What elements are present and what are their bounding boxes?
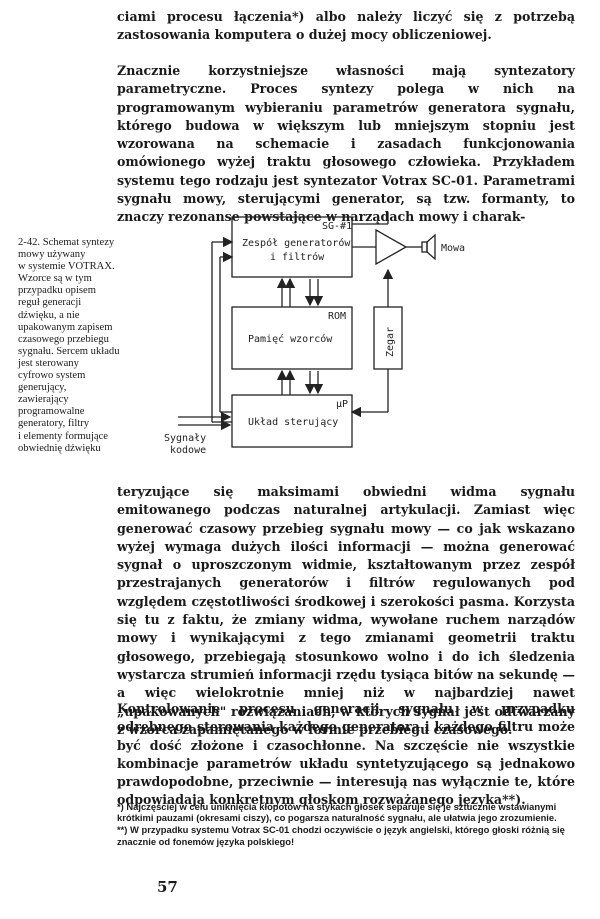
paragraph-1: ciami procesu łączenia*) albo należy lic…: [117, 9, 575, 43]
caption-line: programowalne: [18, 406, 85, 418]
caption-line: upakowanym zapisem: [18, 321, 113, 333]
page-number: 57: [157, 878, 178, 896]
output-label: Mowa: [441, 243, 465, 254]
input-label-2: kodowe: [170, 445, 206, 456]
footnote-1: *) Najczęściej w celu uniknięcia kłopotó…: [117, 801, 557, 824]
generator-label-2: i filtrów: [270, 251, 325, 263]
block-diagram: SG-#1 Zespół generatorów i filtrów ROM P…: [164, 212, 465, 456]
caption-line: sygnału. Sercem układu: [18, 345, 120, 357]
caption-line: Wzorce są w tym: [18, 273, 92, 285]
caption-line: generujący,: [18, 382, 67, 394]
sg-label: SG-#1: [322, 221, 352, 232]
caption-line: przypadku opisem: [18, 285, 96, 297]
caption-line: zawierający: [18, 394, 69, 406]
footnote-2: **) W przypadku systemu Votrax SC-01 cho…: [117, 824, 565, 847]
amplifier-icon: [375, 228, 408, 266]
caption-line: i elementy formujące: [18, 430, 109, 442]
footnotes: *) Najczęściej w celu uniknięcia kłopotó…: [117, 801, 577, 848]
paragraph-4: Kontrolowanie procesu generacji sygnału …: [117, 701, 575, 808]
speaker-icon: [421, 241, 428, 253]
rom-block: [231, 306, 353, 370]
control-block: [231, 394, 353, 448]
caption-line: generatory, filtry: [18, 418, 90, 430]
clock-label: Zegar: [385, 327, 396, 357]
caption-line: cyfrowo system: [18, 370, 86, 382]
paragraph-2: Znacznie korzystniejsze własności mają s…: [117, 63, 575, 225]
up-tag: μP: [336, 399, 348, 410]
generator-label: Zespół generatorów: [242, 237, 351, 249]
caption-line: dźwięku, a nie: [18, 309, 80, 321]
caption-line: reguł generacji: [18, 297, 82, 309]
caption-line: mowy używany: [18, 249, 86, 261]
input-label: Sygnały: [164, 433, 206, 444]
caption-line: czasowego przebiegu: [18, 333, 109, 345]
rom-tag: ROM: [328, 311, 346, 322]
caption-line: 2-42. Schemat syntezy: [18, 237, 115, 248]
control-label: Układ sterujący: [248, 417, 338, 428]
caption-line: jest sterowany: [18, 357, 79, 369]
paragraph-3: teryzujące się maksimami obwiedni widma …: [117, 484, 575, 737]
rom-label: Pamięć wzorców: [248, 333, 333, 345]
caption-line: obwiednię dźwięku: [18, 442, 101, 454]
figure-caption: 2-42. Schemat syntezy mowy używany w sys…: [18, 237, 146, 455]
caption-line: w systemie VOTRAX.: [18, 261, 115, 273]
